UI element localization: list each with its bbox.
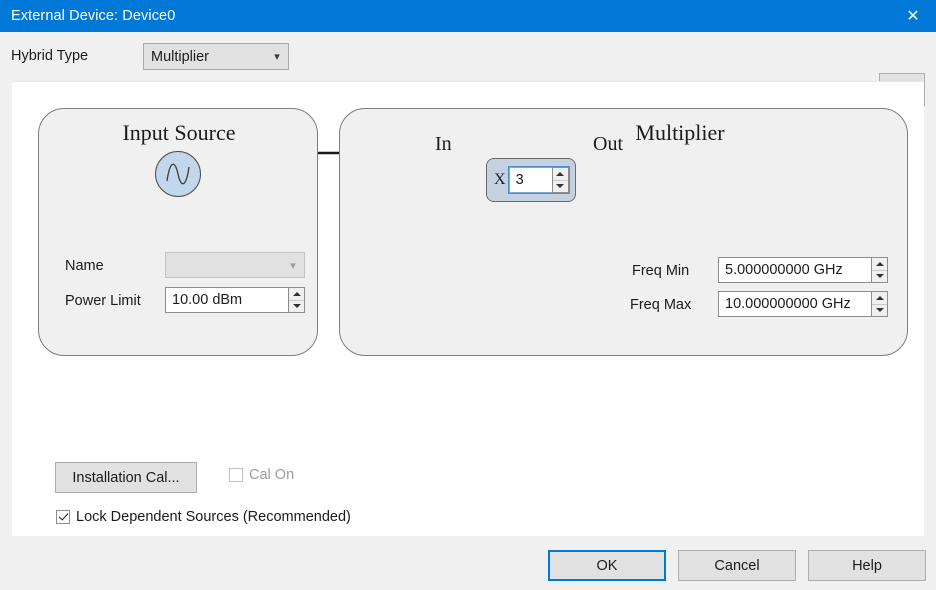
triangle-up-icon — [875, 261, 884, 266]
hybrid-type-select[interactable]: Multiplier ▾ — [143, 43, 289, 70]
freq-min-stepper[interactable]: 5.000000000 GHz — [718, 257, 888, 283]
spin-down-button[interactable] — [872, 305, 887, 317]
multiplier-block: X 3 — [486, 158, 576, 202]
power-limit-label: Power Limit — [65, 293, 141, 309]
freq-max-value[interactable]: 10.000000000 GHz — [718, 291, 871, 317]
in-label: In — [435, 133, 452, 155]
triangle-down-icon — [875, 274, 884, 279]
multiplier-value[interactable]: 3 — [508, 167, 552, 193]
spin-down-button[interactable] — [872, 271, 887, 283]
lock-dependent-sources-label: Lock Dependent Sources (Recommended) — [76, 509, 351, 525]
title-bar: External Device: Device0 ✕ — [0, 0, 936, 32]
help-label: Help — [852, 557, 882, 574]
installation-cal-button[interactable]: Installation Cal... — [55, 462, 197, 493]
cal-on-label: Cal On — [249, 467, 295, 483]
content-area: Input Source Name ▾ Power Limit 10.00 dB… — [12, 81, 924, 536]
dialog-title: External Device: Device0 — [11, 8, 176, 24]
close-icon: ✕ — [906, 6, 920, 25]
power-limit-stepper[interactable]: 10.00 dBm — [165, 287, 305, 313]
ok-label: OK — [596, 557, 618, 574]
spin-up-button[interactable] — [872, 292, 887, 305]
multiplier-panel: Multiplier In Out X 3 Freq Min 5.0000000… — [339, 108, 908, 356]
name-label: Name — [65, 258, 104, 274]
triangle-down-icon — [875, 308, 884, 313]
chevron-down-icon: ▾ — [290, 258, 296, 272]
freq-max-spin-buttons[interactable] — [871, 291, 888, 317]
spin-up-button[interactable] — [872, 258, 887, 271]
hybrid-type-row: Hybrid Type Multiplier ▾ — [0, 32, 936, 106]
spin-down-button[interactable] — [289, 301, 304, 313]
input-source-panel: Input Source Name ▾ Power Limit 10.00 dB… — [38, 108, 318, 356]
freq-max-label: Freq Max — [630, 297, 692, 313]
help-button[interactable]: Help — [808, 550, 926, 581]
triangle-up-icon — [292, 291, 301, 296]
cancel-button[interactable]: Cancel — [678, 550, 796, 581]
triangle-up-icon — [875, 295, 884, 300]
name-select[interactable]: ▾ — [165, 252, 305, 278]
freq-min-label: Freq Min — [632, 263, 690, 279]
triangle-up-icon — [556, 171, 565, 176]
ok-button[interactable]: OK — [548, 550, 666, 581]
lock-dependent-sources-checkbox[interactable]: Lock Dependent Sources (Recommended) — [56, 509, 351, 525]
spin-up-button[interactable] — [289, 288, 304, 301]
multiplier-spin-buttons[interactable] — [551, 167, 569, 193]
freq-min-value[interactable]: 5.000000000 GHz — [718, 257, 871, 283]
triangle-down-icon — [556, 184, 565, 189]
input-source-title: Input Source — [122, 120, 236, 145]
multiplier-value-stepper[interactable]: 3 — [507, 166, 570, 194]
chevron-down-icon: ▾ — [274, 50, 280, 63]
cal-on-checkbox[interactable]: Cal On — [229, 467, 294, 483]
checkbox-box — [229, 468, 243, 482]
multiply-symbol: X — [494, 171, 506, 188]
spin-up-button[interactable] — [552, 168, 568, 181]
checkbox-box — [56, 510, 70, 524]
power-limit-spin-buttons[interactable] — [288, 287, 305, 313]
installation-cal-label: Installation Cal... — [72, 469, 180, 486]
freq-max-stepper[interactable]: 10.000000000 GHz — [718, 291, 888, 317]
triangle-down-icon — [292, 304, 301, 309]
sine-wave-source-icon — [155, 151, 201, 197]
close-button[interactable]: ✕ — [890, 0, 936, 32]
out-label: Out — [593, 133, 623, 155]
spin-down-button[interactable] — [553, 181, 568, 193]
hybrid-type-value: Multiplier — [151, 48, 210, 65]
power-limit-value[interactable]: 10.00 dBm — [165, 287, 288, 313]
hybrid-type-label: Hybrid Type — [11, 48, 89, 64]
cancel-label: Cancel — [714, 557, 760, 574]
multiplier-title: Multiplier — [635, 120, 725, 145]
freq-min-spin-buttons[interactable] — [871, 257, 888, 283]
